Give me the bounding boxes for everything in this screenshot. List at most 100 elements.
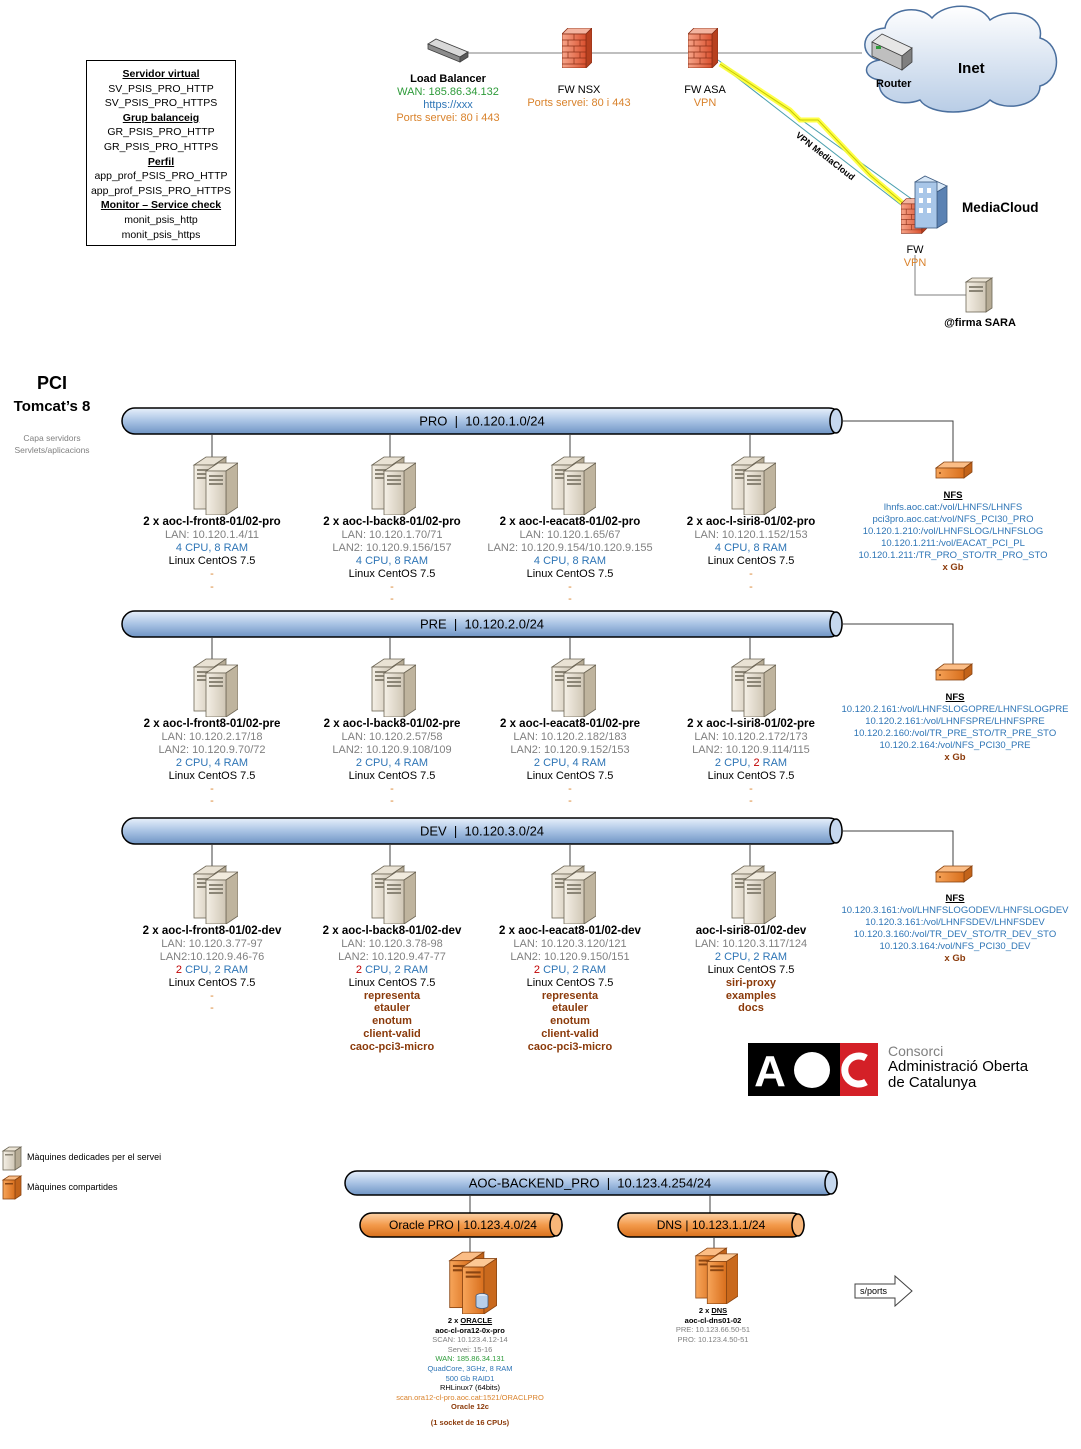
server-dash: - <box>568 782 572 795</box>
nfs-title: NFS <box>945 692 965 703</box>
nfs-path: 10.120.1.210:/vol/LHNFSLOG/LHNFSLOG <box>862 526 1044 537</box>
load-balancer-url[interactable]: https://xxx <box>423 99 473 111</box>
pre-server-eacat: 2 x aoc-l-eacat8-01/02-pre LAN: 10.120.2… <box>500 718 640 808</box>
oracle-host: aoc-cl-ora12-0x-pro <box>435 1325 505 1335</box>
pci-subtitle: Tomcat’s 8 <box>13 398 91 415</box>
server-dash: - <box>210 795 214 808</box>
router-icon <box>871 33 913 71</box>
dns-pipe-label: DNS | 10.123.1.1/24 <box>656 1218 766 1232</box>
dns-server-block: 2 x DNS aoc-cl-dns01-02 PRE: 10.123.66.5… <box>676 1306 750 1344</box>
internet-cloud-icon <box>864 5 1058 113</box>
dns-host: aoc-cl-dns01-02 <box>684 1315 742 1325</box>
server-cpu: 2 CPU, 2 RAM <box>533 963 607 976</box>
server-name: 2 x aoc-l-eacat8-01/02-dev <box>499 925 641 937</box>
server-os: Linux CentOS 7.5 <box>168 976 256 989</box>
inet-label: Inet <box>958 60 985 77</box>
shared-legend-icon <box>1 1175 23 1200</box>
server-name: 2 x aoc-l-siri8-01/02-pro <box>686 516 816 528</box>
app-item: etauler <box>373 1002 411 1015</box>
load-balancer-wan: WAN: 185.86.34.132 <box>397 86 499 98</box>
server-lan2: LAN2: 10.120.9.47-77 <box>338 950 446 963</box>
server-lan2: LAN2: 10.120.9.154/10.120.9.155 <box>487 541 653 554</box>
server-dash: - <box>749 795 753 808</box>
server-cpu: 2 CPU, 2 RAM <box>355 963 429 976</box>
server-os: Linux CentOS 7.5 <box>348 567 436 580</box>
pre-network-pipe <box>121 610 843 638</box>
legend-heading: Servidor virtual <box>122 68 200 80</box>
fw-nsx-icon <box>562 28 592 68</box>
oracle-server-icon <box>449 1251 497 1314</box>
backend-network-pipe <box>344 1170 838 1196</box>
nfs-storage-icon <box>935 663 973 681</box>
server-os: Linux CentOS 7.5 <box>348 976 436 989</box>
legend-item: SV_PSIS_PRO_HTTPS <box>104 97 218 110</box>
app-item: caoc-pci3-micro <box>527 1041 613 1054</box>
server-dash: - <box>210 989 214 1002</box>
server-cpu: 4 CPU, 8 RAM <box>714 541 788 554</box>
pro-server-siri: 2 x aoc-l-siri8-01/02-pro LAN: 10.120.1.… <box>687 516 815 593</box>
server-name: 2 x aoc-l-front8-01/02-dev <box>142 925 282 937</box>
oracle-cpus: (1 socket de 16 CPUs) <box>430 1417 510 1427</box>
legend-item: monit_psis_http <box>124 213 198 226</box>
server-lan2: LAN2: 10.120.9.70/72 <box>158 743 266 756</box>
shared-legend-label: Màquines compartides <box>27 1182 118 1192</box>
server-os: Linux CentOS 7.5 <box>526 769 614 782</box>
nfs-size: x Gb <box>944 752 966 763</box>
nfs-pro-block: NFS lhnfs.aoc.cat:/vol/LHNFS/LHNFS pci3p… <box>858 490 1047 574</box>
nfs-path: 10.120.3.161:/vol/LHNFSDEV/LHNFSDEV <box>865 917 1045 928</box>
nfs-path: 10.120.2.161:/vol/LHNFSLOGOPRE/LHNFSLOGP… <box>841 704 1069 715</box>
server-name: aoc-l-siri8-01/02-dev <box>695 925 807 937</box>
dns-server-icon <box>695 1247 738 1304</box>
server-lan: LAN: 10.120.2.172/173 <box>694 730 808 743</box>
server-os: Linux CentOS 7.5 <box>526 976 614 989</box>
pro-server-front: 2 x aoc-l-front8-01/02-pro LAN: 10.120.1… <box>143 516 280 593</box>
server-cpu: 2 CPU, 2 RAM <box>714 950 788 963</box>
server-lan: LAN: 10.120.3.120/121 <box>513 937 627 950</box>
server-cpu: 2 CPU, 4 RAM <box>175 756 249 769</box>
pro-pipe-label: PRO | 10.120.1.0/24 <box>419 413 545 429</box>
nfs-path: 10.120.3.161:/vol/LHNFSLOGODEV/LHNFSLOGD… <box>841 905 1069 916</box>
dns-pre: PRE: 10.123.66.50-51 <box>675 1325 751 1335</box>
pro-server-back: 2 x aoc-l-back8-01/02-pro LAN: 10.120.1.… <box>323 516 460 606</box>
app-item: client-valid <box>541 1028 599 1041</box>
nfs-path: lhnfs.aoc.cat:/vol/LHNFS/LHNFS <box>883 502 1023 513</box>
server-lan: LAN: 10.120.1.4/11 <box>165 528 259 541</box>
legend-item: SV_PSIS_PRO_HTTP <box>108 82 214 95</box>
server-cpu: 4 CPU, 8 RAM <box>533 554 607 567</box>
server-cpu: 2 CPU, 4 RAM <box>355 756 429 769</box>
app-item: enotum <box>372 1015 412 1028</box>
nfs-path: 10.120.1.211:/vol/EACAT_PCI_PL <box>881 538 1025 549</box>
pro-server-eacat: 2 x aoc-l-eacat8-01/02-pro LAN: 10.120.1… <box>487 516 652 606</box>
oracle-scan: SCAN: 10.123.4.12-14 <box>432 1335 508 1345</box>
legend-heading: Monitor – Service check <box>100 199 222 212</box>
legend-heading: Grup balanceig <box>122 111 200 124</box>
nfs-storage-icon <box>935 461 973 479</box>
oracle-pipe-label: Oracle PRO | 10.123.4.0/24 <box>389 1218 537 1232</box>
svg-text:A: A <box>754 1047 786 1096</box>
server-icon <box>731 865 776 924</box>
server-name: 2 x aoc-l-eacat8-01/02-pro <box>499 516 641 528</box>
nfs-path: 10.120.2.164:/vol/NFS_PCI30_PRE <box>879 740 1031 751</box>
server-icon <box>551 865 596 924</box>
aoc-name-line2: Administració Oberta <box>888 1058 1029 1075</box>
server-dash: - <box>568 593 572 606</box>
fw-nsx-ports: Ports servei: 80 i 443 <box>527 97 631 109</box>
dedicated-legend-icon <box>1 1146 23 1171</box>
mediacloud-label: MediaCloud <box>962 200 1039 215</box>
nfs-storage-icon <box>935 865 973 883</box>
server-dash: - <box>390 795 394 808</box>
server-lan: LAN: 10.120.1.70/71 <box>341 528 443 541</box>
server-icon <box>551 456 596 515</box>
dev-server-back: 2 x aoc-l-back8-01/02-dev LAN: 10.120.3.… <box>323 925 462 1054</box>
server-icon <box>193 865 238 924</box>
legend-item: app_prof_PSIS_PRO_HTTP <box>94 170 228 183</box>
server-os: Linux CentOS 7.5 <box>168 554 256 567</box>
pci-caption-1: Capa servidors <box>23 433 81 443</box>
server-lan: LAN: 10.120.3.117/124 <box>694 937 808 950</box>
server-dash: - <box>749 567 753 580</box>
fw-asa-vpn: VPN <box>693 97 717 109</box>
load-balancer-ports: Ports servei: 80 i 443 <box>396 112 500 124</box>
dns-title: 2 x DNS <box>698 1306 728 1315</box>
nfs-dev-block: NFS 10.120.3.161:/vol/LHNFSLOGODEV/LHNFS… <box>841 893 1068 965</box>
server-lan: LAN: 10.120.3.78-98 <box>341 937 443 950</box>
